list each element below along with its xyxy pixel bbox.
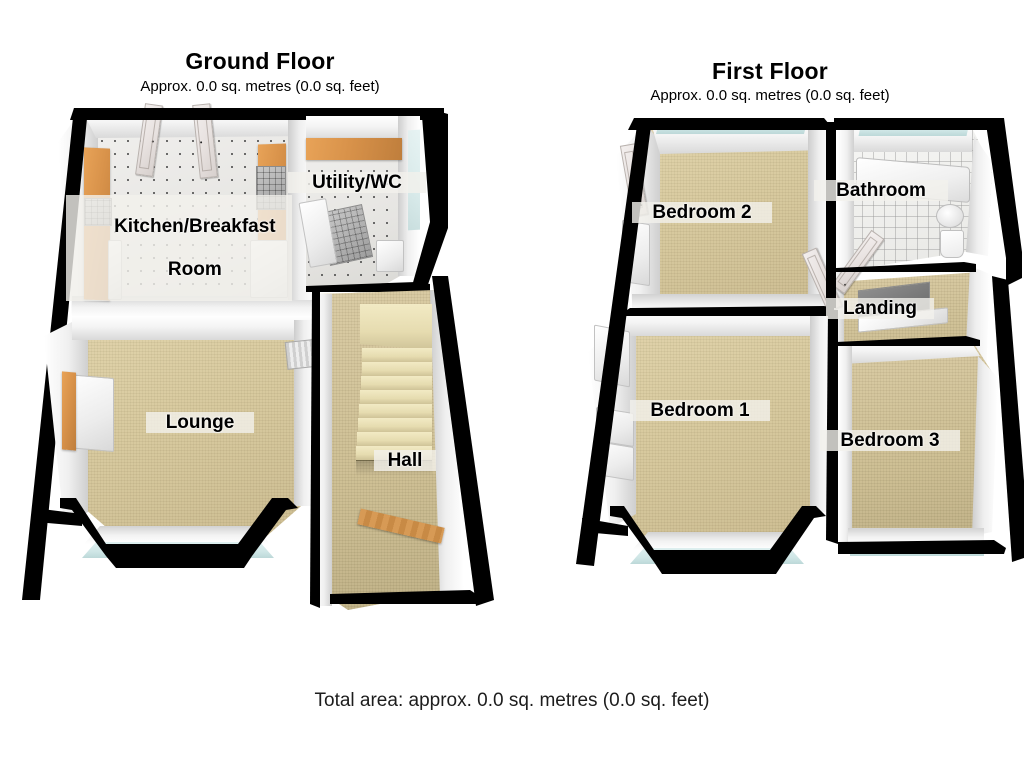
room-label-bedroom2-text: Bedroom 2 xyxy=(652,202,752,223)
first-floor-title: First Floor xyxy=(712,58,828,84)
lounge-bay-wall xyxy=(84,526,270,544)
room-label-kitchen: Kitchen/Breakfast Room xyxy=(66,195,292,302)
room-label-bedroom1: Bedroom 1 xyxy=(630,400,770,422)
room-label-landing: Landing xyxy=(826,298,934,320)
first-floor-plan: Bedroom 2 Bathroom Landing Bedroom 1 Bed… xyxy=(520,100,1024,600)
first-wall-bathroom-landing xyxy=(836,262,976,272)
stair-step xyxy=(362,348,432,362)
bathroom-sink xyxy=(936,204,964,228)
door-knob-icon xyxy=(200,141,203,144)
stair-step xyxy=(361,376,432,390)
bedroom1-wall-right xyxy=(810,316,832,512)
total-area-text: Total area: approx. 0.0 sq. metres (0.0 … xyxy=(314,690,710,711)
lounge-fireplace-surround xyxy=(62,371,76,451)
first-wall-landing-bedroom3 xyxy=(836,336,980,346)
utility-wc-pan xyxy=(376,240,404,272)
ground-exterior-wall-top xyxy=(70,108,320,120)
ground-exterior-wall-bottom-left xyxy=(34,508,82,526)
room-label-bedroom1-text: Bedroom 1 xyxy=(650,400,750,421)
first-wall-bedroom1-bedroom3 xyxy=(826,310,838,544)
bathroom-toilet xyxy=(940,230,964,258)
ground-floor-plan: Kitchen/Breakfast Room Utility/WC Lounge… xyxy=(0,90,520,610)
room-label-utility-text: Utility/WC xyxy=(312,172,402,193)
ground-floor-title: Ground Floor xyxy=(185,48,335,74)
room-label-landing-text: Landing xyxy=(843,298,917,319)
room-label-kitchen-line1: Kitchen/Breakfast xyxy=(114,216,276,238)
bedroom1-bay-wall xyxy=(632,532,800,550)
stair-step xyxy=(362,362,432,376)
first-floor-area-subtitle: Approx. 0.0 sq. metres (0.0 sq. feet) xyxy=(650,87,890,104)
room-label-hall: Hall xyxy=(374,450,436,472)
ground-floor-area-subtitle: Approx. 0.0 sq. metres (0.0 sq. feet) xyxy=(140,78,380,95)
lounge-wall-top xyxy=(72,316,316,340)
room-label-bathroom: Bathroom xyxy=(814,180,948,202)
first-exterior-wall-top-right xyxy=(834,118,990,130)
door-knob-icon xyxy=(843,283,847,287)
first-exterior-wall-bottom-bedroom3 xyxy=(838,540,1006,554)
room-label-lounge-text: Lounge xyxy=(165,412,235,433)
ground-exterior-wall-bottom-hall xyxy=(330,590,482,604)
room-label-kitchen-line2: Room xyxy=(167,258,222,280)
ground-wall-hall-lounge xyxy=(310,292,320,608)
ground-wall-utility-hall xyxy=(306,282,430,292)
stair-step xyxy=(357,432,432,446)
room-label-bedroom3-text: Bedroom 3 xyxy=(840,430,940,451)
bedroom1-wall-top xyxy=(620,312,832,336)
door-knob-icon xyxy=(151,140,154,143)
kitchen-wall-bottom xyxy=(72,296,312,318)
first-wall-bedroom2-landing xyxy=(826,122,836,308)
stair-step xyxy=(360,390,432,404)
utility-counter xyxy=(306,138,402,160)
stair-step xyxy=(358,418,432,432)
stairs-landing-top xyxy=(360,304,432,350)
room-label-utility: Utility/WC xyxy=(288,172,426,194)
room-label-bathroom-text: Bathroom xyxy=(836,180,926,201)
stair-step xyxy=(359,404,432,418)
first-exterior-wall-top-left xyxy=(628,118,834,130)
room-label-bedroom2: Bedroom 2 xyxy=(632,202,772,224)
room-label-lounge: Lounge xyxy=(146,412,254,434)
room-label-bedroom3: Bedroom 3 xyxy=(820,430,960,452)
room-label-hall-text: Hall xyxy=(387,450,423,471)
first-wall-bedroom2-bedroom1 xyxy=(618,306,834,316)
